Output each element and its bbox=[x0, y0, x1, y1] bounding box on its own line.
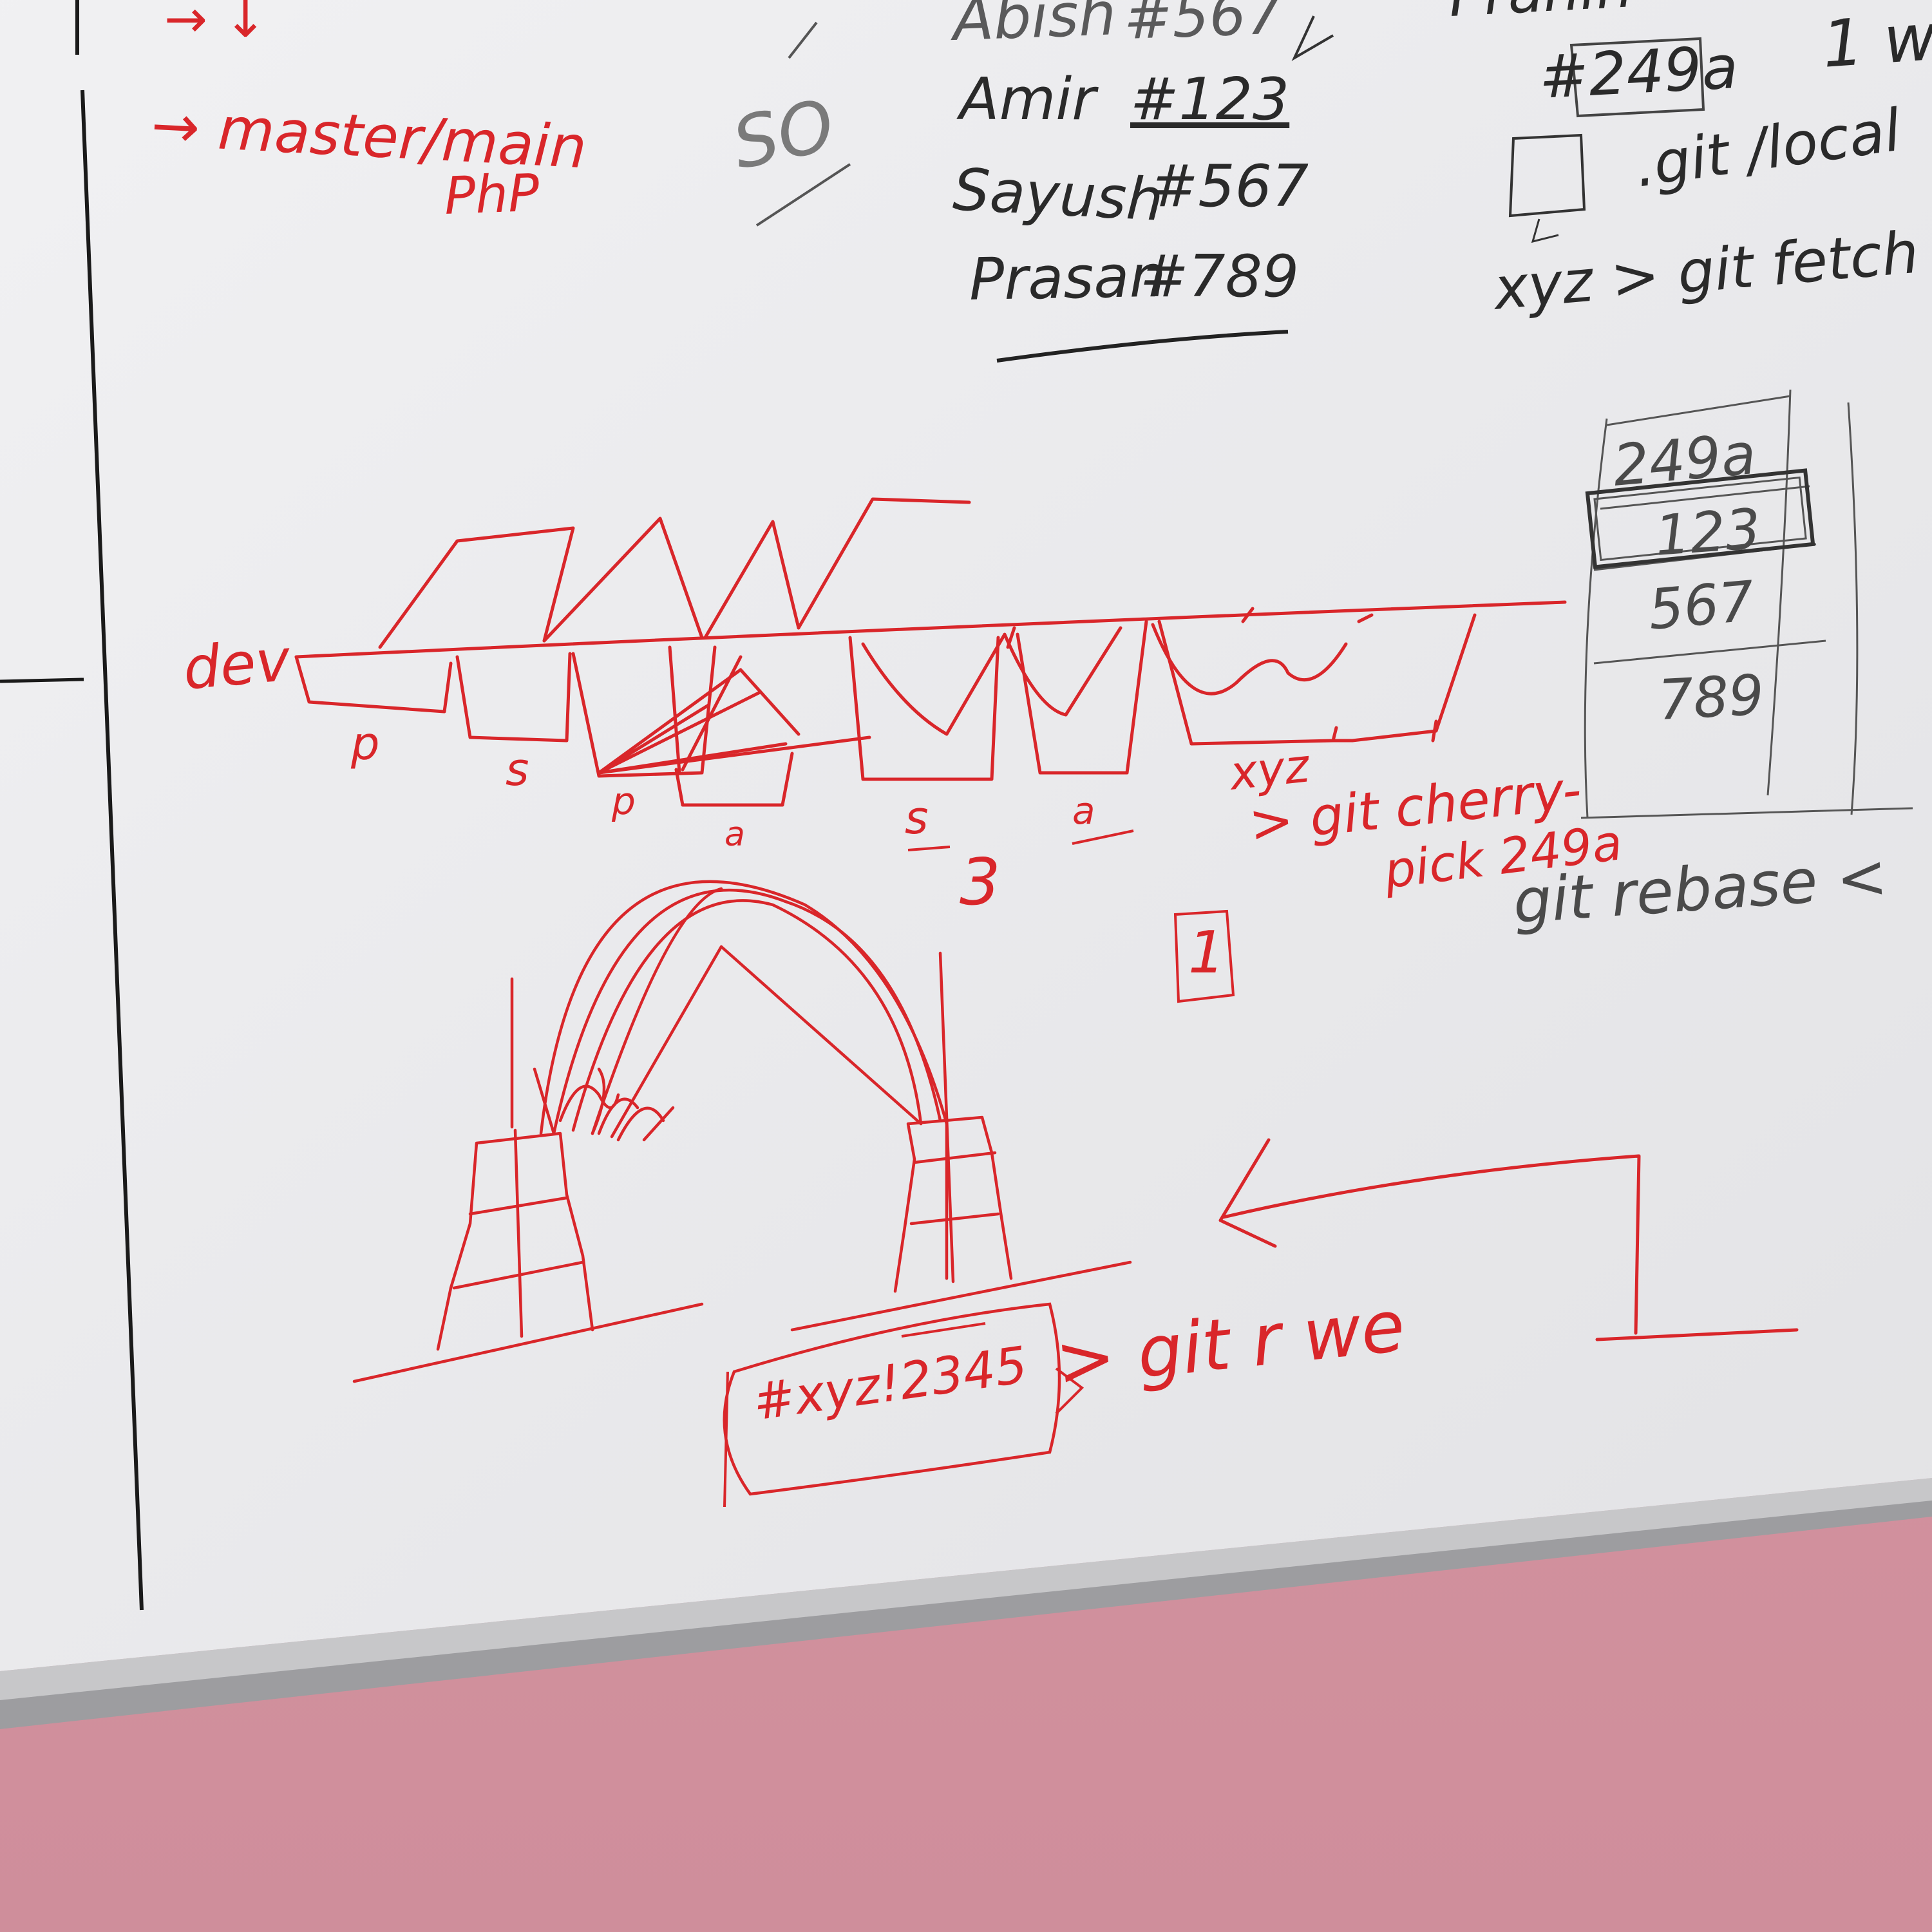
commit-highlight-box bbox=[1585, 468, 1815, 569]
branch-label-p2: p bbox=[612, 779, 636, 823]
stack-commit-2: 123 bbox=[1653, 497, 1763, 569]
local-repo-box bbox=[1508, 133, 1586, 218]
dev-line bbox=[294, 600, 1567, 659]
stack-commit-4: 789 bbox=[1656, 663, 1766, 733]
team-id-4: #789 bbox=[1140, 243, 1300, 310]
so-note: SO bbox=[725, 83, 842, 185]
branch-label-a1: a bbox=[724, 815, 745, 854]
stack-commit-3: 567 bbox=[1645, 569, 1757, 643]
dev-label: dev bbox=[180, 626, 293, 703]
branch-diagram bbox=[294, 497, 1567, 807]
branch-label-a2: a bbox=[1072, 789, 1095, 833]
team-name-3: Sayush bbox=[951, 156, 1165, 235]
return-arrow bbox=[1218, 1138, 1799, 1341]
php-label: PhP bbox=[443, 162, 540, 226]
team-id-1: #567 bbox=[1122, 0, 1284, 53]
name-partial: Pranin bbox=[1447, 0, 1634, 30]
team-name-1: Abish bbox=[952, 0, 1117, 54]
branch-label-p1: p bbox=[351, 717, 380, 770]
step-box bbox=[1173, 909, 1235, 1003]
hash-box bbox=[723, 1302, 1061, 1496]
team-name-4: Prasan bbox=[969, 242, 1167, 314]
week-label: 1 we bbox=[1819, 0, 1932, 82]
branch-label-s1: s bbox=[506, 743, 529, 796]
commit-249a: #249a bbox=[1537, 32, 1740, 112]
top-left-arrows: → ↓ bbox=[164, 0, 267, 49]
team-id-3: #567 bbox=[1150, 153, 1309, 220]
cherry-pick-arch bbox=[352, 880, 1132, 1383]
commit-stack bbox=[1580, 389, 1913, 819]
count-label: 3 bbox=[960, 844, 1001, 920]
team-id-2: #123 bbox=[1130, 66, 1290, 133]
stack-commit-1: 249a bbox=[1610, 420, 1759, 499]
team-name-2: Amir bbox=[960, 66, 1096, 133]
branch-label-s2: s bbox=[905, 791, 929, 844]
step-number: 1 bbox=[1188, 919, 1226, 987]
